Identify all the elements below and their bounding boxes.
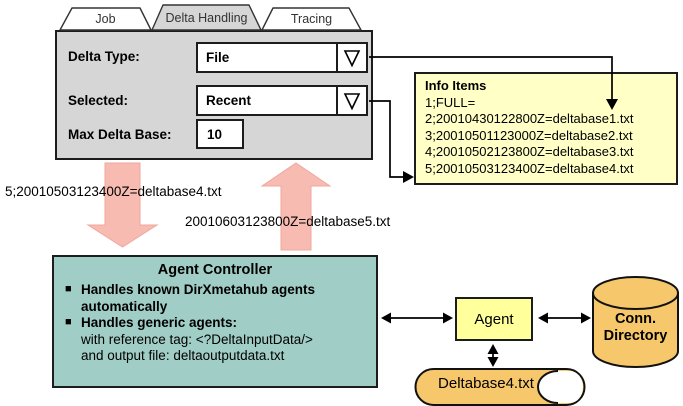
agent-controller-title: Agent Controller: [157, 262, 273, 278]
selected-dropdown-button[interactable]: [336, 85, 368, 116]
arrowhead-left: [538, 312, 548, 324]
arrowhead-right: [443, 312, 453, 324]
controller-bullet-text: Handles known DirXmetahub agents automat…: [81, 282, 316, 314]
info-item: 2;20010430122800Z=deltabase1.txt: [425, 111, 634, 127]
agent-controller-box: Agent Controller ■ Handles known DirXmet…: [52, 255, 378, 388]
controller-detail-line: and output file: deltaoutputdata.txt: [81, 348, 285, 363]
connector-selected: [369, 100, 403, 178]
controller-bullet-text: Handles generic agents:: [81, 315, 238, 330]
controller-detail-line: with reference tag: <?DeltaInputData/>: [81, 331, 313, 347]
square-bullet-icon: ■: [65, 316, 72, 328]
selected-label: Selected:: [68, 93, 129, 108]
tab-job[interactable]: Job: [95, 12, 116, 26]
agent-box: Agent: [455, 297, 533, 341]
info-item: 3;20010501123000Z=deltabase2.txt: [425, 127, 633, 143]
delta-type-dropdown-button[interactable]: [336, 42, 368, 73]
up-block-arrow: [260, 162, 332, 251]
conn-directory-line1: Conn.: [614, 311, 657, 327]
deltabase-file-label: Deltabase4.txt: [438, 375, 534, 392]
max-delta-base-label: Max Delta Base:: [68, 127, 172, 142]
square-bullet-icon: ■: [65, 283, 72, 295]
arrowhead-left: [381, 312, 391, 324]
selected-dropdown[interactable]: Recent: [196, 85, 338, 116]
info-item: 5;20010503123400Z=deltabase4.txt: [425, 160, 634, 176]
conn-directory-line2: Directory: [603, 328, 668, 344]
info-items-box: Info Items 1;FULL= 2;20010430122800Z=del…: [414, 72, 678, 185]
info-item: 4;20010502123800Z=deltabase3.txt: [425, 144, 634, 160]
tab-tracing[interactable]: Tracing: [290, 12, 333, 26]
arrowhead-down: [487, 357, 499, 367]
deltabase4-flow-label: 5;20010503123400Z=deltabase4.txt: [5, 184, 222, 199]
dropdown-arrow-icon: [343, 49, 361, 67]
controller-bullet-line: ■ Handles generic agents:: [54, 315, 376, 332]
agent-label: Agent: [474, 310, 514, 328]
connector-selected-arrowhead: [403, 171, 414, 183]
info-item: 1;FULL=: [425, 94, 476, 110]
delta-type-label: Delta Type:: [68, 49, 140, 64]
tab-delta-handling[interactable]: Delta Handling: [165, 11, 248, 25]
conn-directory-label: Conn. Directory: [592, 311, 679, 345]
deltabase5-flow-label: 20010603123800Z=deltabase5.txt: [185, 214, 391, 229]
arrowhead-right: [581, 312, 591, 324]
max-delta-base-input[interactable]: 10: [196, 119, 244, 149]
down-block-arrow: [86, 162, 159, 248]
dropdown-arrow-icon: [343, 92, 361, 110]
arrowhead-up: [487, 344, 499, 354]
conn-directory-cylinder-top: [592, 276, 679, 310]
info-items-title: Info Items: [425, 78, 487, 93]
delta-type-dropdown[interactable]: File: [196, 42, 338, 73]
controller-bullet-line: ■ Handles known DirXmetahub agents autom…: [54, 282, 376, 315]
